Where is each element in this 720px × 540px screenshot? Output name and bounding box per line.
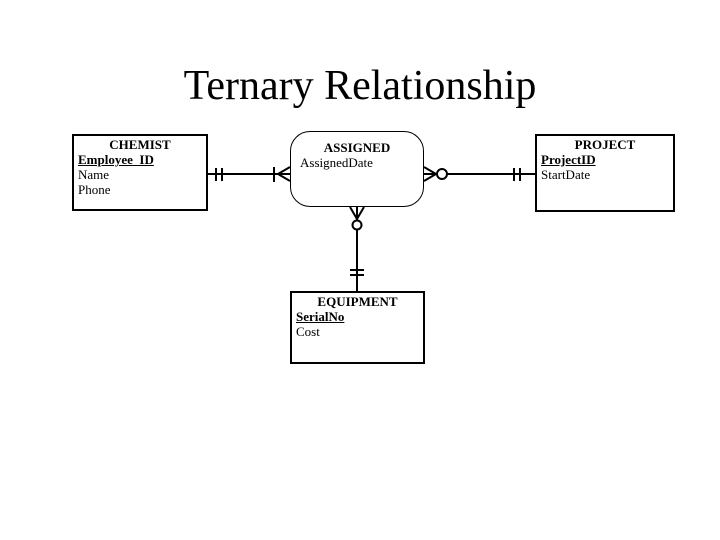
entity-equipment-name: EQUIPMENT <box>317 294 398 309</box>
relationship-assigned-name: ASSIGNED <box>323 140 391 155</box>
zero-or-many-crowfoot-icon <box>349 206 365 231</box>
entity-equipment-primary-key: SerialNo <box>296 309 345 324</box>
entity-equipment-attribute: Cost <box>296 324 320 339</box>
connector-chemist-assigned <box>208 166 291 182</box>
entity-project-attribute: StartDate <box>541 167 591 182</box>
relationship-assigned-attribute: AssignedDate <box>300 155 373 170</box>
entity-chemist-attribute: Name <box>78 167 110 182</box>
entity-chemist: CHEMIST Employee_ID Name Phone <box>72 134 208 211</box>
connector-assigned-equipment <box>349 206 365 291</box>
one-or-many-crowfoot-icon <box>273 166 291 182</box>
entity-chemist-name: CHEMIST <box>109 137 171 152</box>
exactly-one-icon <box>215 168 223 181</box>
relationship-assigned: ASSIGNED AssignedDate <box>290 131 424 207</box>
entity-chemist-attribute: Phone <box>78 182 111 197</box>
entity-chemist-primary-key: Employee_ID <box>78 152 154 167</box>
exactly-one-icon <box>350 269 364 276</box>
entity-project: PROJECT ProjectID StartDate <box>535 134 675 212</box>
diagram-title: Ternary Relationship <box>183 63 537 109</box>
entity-project-name: PROJECT <box>574 137 636 152</box>
connector-assigned-project <box>423 166 535 182</box>
exactly-one-icon <box>513 168 521 181</box>
entity-equipment: EQUIPMENT SerialNo Cost <box>290 291 425 364</box>
zero-or-many-crowfoot-icon <box>423 166 448 182</box>
entity-project-primary-key: ProjectID <box>541 152 596 167</box>
